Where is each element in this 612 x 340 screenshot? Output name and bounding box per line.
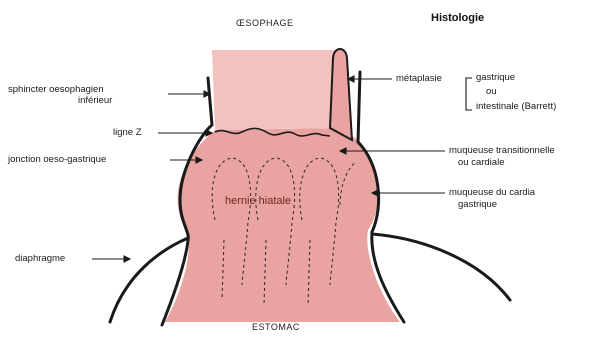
label-metaplasie: métaplasie <box>396 73 442 84</box>
label-sphincter-line2: inférieur <box>78 95 112 106</box>
label-diaphragme: diaphragme <box>15 253 65 264</box>
histology-heading: Histologie <box>431 12 484 24</box>
stomach-caption: ESTOMAC <box>252 322 300 332</box>
label-gastrique: gastrique <box>476 72 515 83</box>
label-intestinale: intestinale (Barrett) <box>476 101 556 112</box>
label-ou: ou <box>486 86 497 97</box>
stomach-tissue <box>165 128 400 322</box>
label-transitionnelle-line2: ou cardiale <box>458 157 504 168</box>
label-cardia-line2: gastrique <box>458 199 497 210</box>
oesophagus-caption: ŒSOPHAGE <box>236 18 294 28</box>
label-sphincter-line1: sphincter oesophagien <box>8 84 104 95</box>
metaplasia-tongue <box>330 49 352 140</box>
label-cardia-line1: muqueuse du cardia <box>449 187 535 198</box>
label-transitionnelle-line1: muqueuse transitionnelle <box>449 145 555 156</box>
label-ligne-z: ligne Z <box>113 127 142 138</box>
hernia-label: hernie hiatale <box>225 195 291 207</box>
label-jonction: jonction oeso-gastrique <box>8 154 106 165</box>
oesophagus-tissue <box>212 50 340 130</box>
